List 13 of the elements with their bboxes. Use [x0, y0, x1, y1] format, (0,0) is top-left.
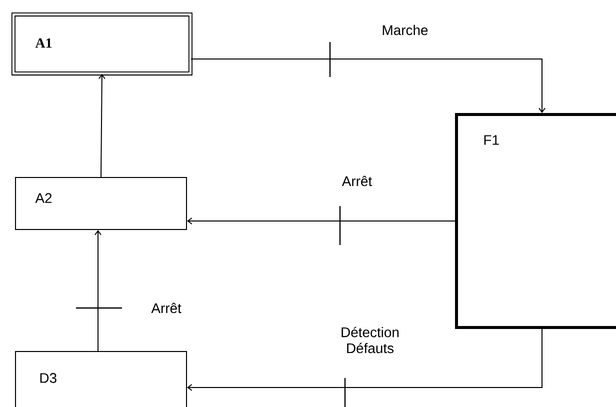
arrow: [187, 218, 456, 224]
step-box: A1: [11, 12, 192, 76]
arrow: [187, 328, 542, 391]
step-box: F1: [455, 113, 616, 329]
step-box: D3: [15, 351, 187, 407]
step-box: A2: [15, 177, 187, 230]
edge-label: Marche: [382, 24, 428, 36]
edge-label: Détection Défauts: [342, 326, 399, 354]
edge-label: Arrêt: [151, 302, 182, 314]
arrow: [98, 74, 106, 178]
arrow: [94, 230, 102, 352]
arrow: [190, 58, 546, 113]
edge-label: Arrêt: [342, 176, 372, 186]
